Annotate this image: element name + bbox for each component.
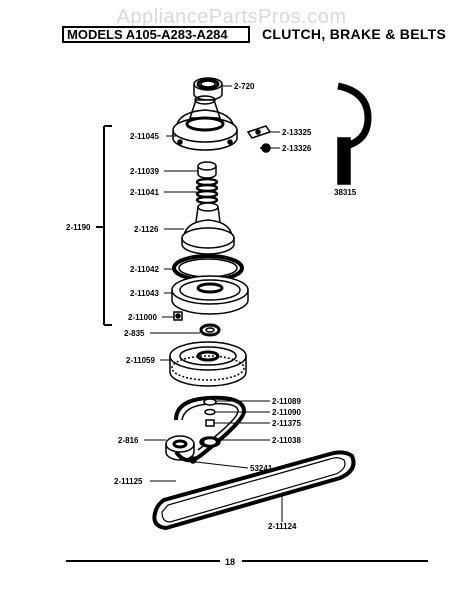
brake-shoe-part [337, 82, 372, 185]
label-2-11090: 2-11090 [272, 408, 301, 417]
label-2-1126: 2-1126 [134, 225, 159, 234]
label-2-11043: 2-11043 [130, 289, 159, 298]
collar-part [197, 161, 217, 179]
label-2-11125: 2-11125 [114, 477, 143, 486]
label-2-11041: 2-11041 [130, 188, 159, 197]
label-2-11375: 2-11375 [272, 419, 301, 428]
spacer-stack-part [203, 398, 217, 427]
hub-bearing-part [199, 323, 221, 337]
label-2-11089: 2-11089 [272, 397, 301, 406]
label-2-13325: 2-13325 [282, 128, 312, 137]
set-screw-part [189, 456, 197, 464]
page-number: 18 [225, 557, 236, 567]
motor-pulley-part [165, 435, 195, 461]
label-2-11059: 2-11059 [126, 356, 155, 365]
label-2-13326: 2-13326 [282, 144, 312, 153]
clutch-drum-part [181, 202, 235, 255]
section-title: CLUTCH, BRAKE & BELTS [262, 26, 447, 42]
pulley-part [169, 341, 247, 387]
label-2-11038: 2-11038 [272, 436, 301, 445]
long-belt-part [152, 450, 356, 531]
bolt-part [173, 311, 183, 321]
label-38315: 38315 [334, 188, 357, 197]
assembly-bracket [96, 125, 112, 326]
label-2-11000: 2-11000 [128, 313, 157, 322]
watermark-text: AppliancePartsPros.com [116, 6, 347, 28]
label-2-11045: 2-11045 [130, 132, 159, 141]
spring-part [195, 177, 219, 205]
label-53241: 53241 [250, 464, 273, 473]
label-2-11042: 2-11042 [130, 265, 159, 274]
label-2-11039: 2-11039 [130, 167, 159, 176]
clip-part [246, 125, 272, 139]
brake-drum-part [171, 275, 249, 315]
models-title: MODELS A105-A283-A284 [62, 26, 250, 43]
leader-lines [144, 85, 283, 522]
screw-part [260, 143, 271, 153]
clutch-housing-part [172, 95, 238, 151]
label-2-1190: 2-1190 [66, 223, 91, 232]
small-pulley-part [199, 436, 221, 448]
label-2-11124: 2-11124 [268, 522, 297, 531]
label-2-720: 2-720 [234, 82, 255, 91]
label-2-816: 2-816 [118, 436, 139, 445]
label-2-835: 2-835 [124, 329, 145, 338]
